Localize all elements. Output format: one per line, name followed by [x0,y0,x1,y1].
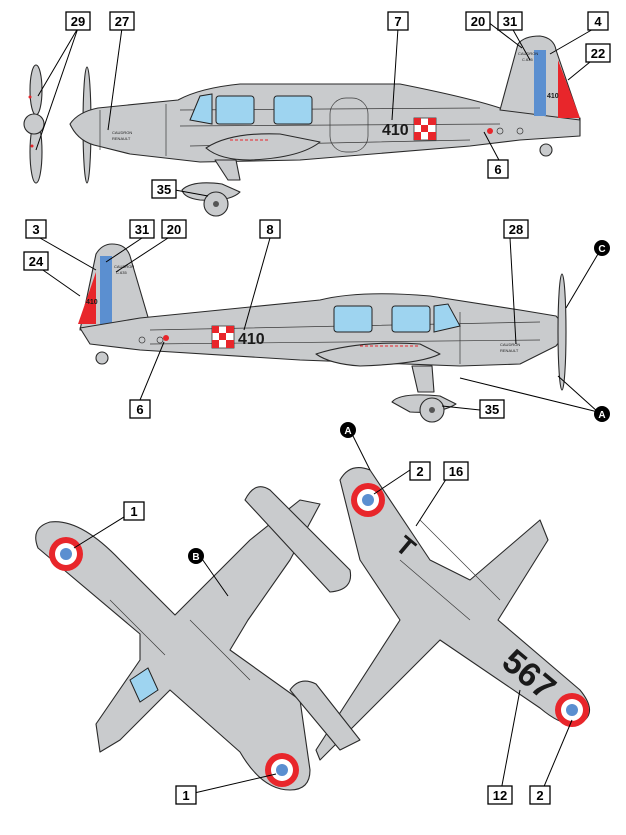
svg-text:C: C [598,244,605,255]
svg-text:29: 29 [71,14,85,29]
svg-text:27: 27 [115,14,129,29]
rudder-red-stripe [558,60,580,118]
callout-12: 12 [487,785,513,805]
svg-text:28: 28 [509,222,523,237]
wing-root [205,133,321,161]
callout-27: 27 [109,11,135,31]
callout-4: 4 [587,11,609,31]
svg-text:35: 35 [157,182,171,197]
windscreen [189,93,213,125]
callout-35b: 35 [479,399,505,419]
svg-text:12: 12 [493,788,507,803]
svg-text:7: 7 [394,14,401,29]
svg-text:C.635: C.635 [116,270,127,275]
roundel [49,537,83,571]
callout-28: 28 [503,219,529,239]
callout-20: 20 [465,11,491,31]
svg-text:A: A [344,426,351,437]
svg-text:31: 31 [135,222,149,237]
svg-text:410: 410 [238,331,265,348]
svg-text:22: 22 [591,46,605,61]
tailplane [244,486,352,593]
side-view-left: CAUDRON RENAULT 410 CAUDRON C.635 410 [23,35,581,217]
roundel [265,753,299,787]
svg-text:16: 16 [449,464,463,479]
svg-text:8: 8 [266,222,273,237]
svg-text:RENAULT: RENAULT [500,348,519,353]
svg-text:20: 20 [167,222,181,237]
svg-text:RENAULT: RENAULT [112,136,131,141]
svg-text:2: 2 [536,788,543,803]
checker-insignia [211,325,235,349]
svg-text:6: 6 [136,402,143,417]
svg-text:1: 1 [130,504,137,519]
callout-6b: 6 [129,399,151,419]
callout-35: 35 [151,179,177,199]
callout-31b: 31 [129,219,155,239]
svg-text:3: 3 [32,222,39,237]
leader-lines [35,21,599,797]
callout-1b: 1 [175,785,197,805]
callout-1: 1 [123,501,145,521]
roundel [351,483,385,517]
propeller [557,273,567,391]
svg-text:410: 410 [86,299,98,306]
callout-2b: 2 [529,785,551,805]
marker-a-under: A [340,422,356,438]
svg-text:31: 31 [503,14,517,29]
top-view [35,486,352,791]
callout-8: 8 [259,219,281,239]
svg-text:20: 20 [471,14,485,29]
svg-text:35: 35 [485,402,499,417]
svg-text:CAUDRON: CAUDRON [112,130,132,135]
callout-2: 2 [409,461,431,481]
side-view-right: 410 CAUDRON C.635 410 CAUDRON RENAULT [78,243,567,423]
tail-fin [79,243,151,331]
door [329,97,369,153]
airframe-top [35,499,321,791]
callout-29: 29 [65,11,91,31]
svg-text:CAUDRON: CAUDRON [518,51,538,56]
svg-text:24: 24 [29,254,44,269]
propeller-front-view [23,64,45,184]
roundel [555,693,589,727]
svg-text:C.635: C.635 [522,57,533,62]
tailplane [289,680,361,751]
callout-20b: 20 [161,219,187,239]
checker-insignia [413,117,437,141]
svg-text:1: 1 [182,788,189,803]
svg-text:CAUDRON: CAUDRON [500,342,520,347]
svg-text:410: 410 [547,93,559,100]
callout-7: 7 [387,11,409,31]
callout-6: 6 [487,159,509,179]
marker-b: B [188,548,204,564]
rudder-blue-stripe [534,50,546,116]
callout-16: 16 [443,461,469,481]
svg-text:4: 4 [594,14,602,29]
callout-3: 3 [25,219,47,239]
callout-24: 24 [23,251,49,271]
svg-text:6: 6 [494,162,501,177]
underside-view: T 567 [289,467,591,761]
svg-text:410: 410 [382,122,409,139]
marker-c: C [594,240,610,256]
svg-text:2: 2 [416,464,423,479]
svg-text:A: A [598,410,605,421]
callout-22: 22 [585,43,611,63]
marker-a: A [594,406,610,422]
callout-31: 31 [497,11,523,31]
svg-text:B: B [192,552,199,563]
